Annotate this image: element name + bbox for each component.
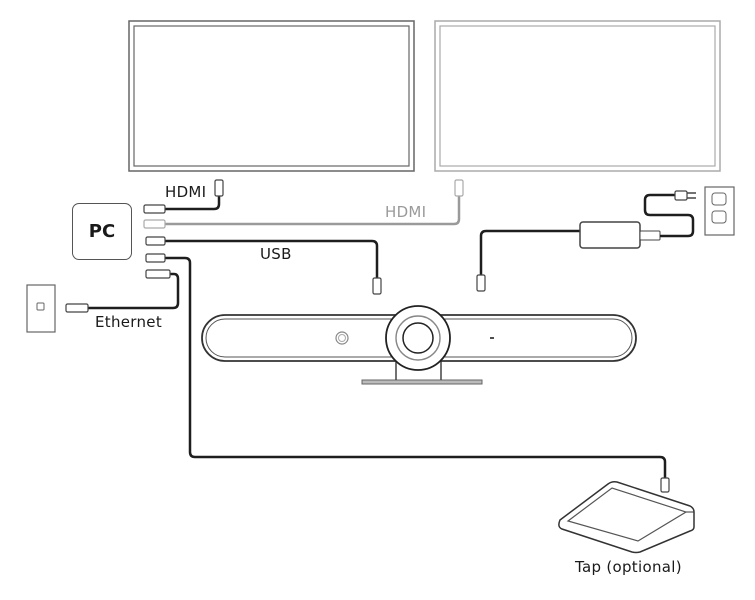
ethernet-wall-jack [26,284,56,333]
microphone-icon [335,331,349,345]
ethernet-connector-icon [65,303,89,313]
power-connector-icon [476,274,486,292]
ethernet-label: Ethernet [95,313,163,331]
video-bar [201,305,637,385]
hdmi-cable-1 [143,179,224,214]
usb-connector-icon [145,253,166,263]
hdmi-connector-icon [214,179,224,197]
hdmi-cable-2 [143,179,464,229]
usb-connector-icon [660,477,670,493]
tap-label: Tap (optional) [575,558,682,576]
usb-connector-icon [145,236,166,246]
power-adapter [579,221,661,249]
power-cable-bar [476,229,580,292]
hdmi-connector-icon [454,179,464,197]
usb-cable-tap [145,253,670,493]
usb-cable-bar [145,236,382,295]
usb-connector-icon [372,277,382,295]
power-cord [643,190,696,238]
ethernet-connector-icon [145,269,171,279]
hdmi-2-label: HDMI [385,203,427,221]
tap-device [558,481,695,554]
display-2 [434,20,721,172]
ethernet-cable [65,269,180,313]
pc-node: PC [72,203,132,260]
hdmi-1-label: HDMI [165,183,207,201]
hdmi-connector-icon [143,219,166,229]
pc-label: PC [88,221,116,242]
display-1 [128,20,415,172]
power-plug-icon [674,190,688,201]
hdmi-connector-icon [143,204,166,214]
usb-label: USB [260,245,292,263]
wall-outlet [704,186,735,236]
